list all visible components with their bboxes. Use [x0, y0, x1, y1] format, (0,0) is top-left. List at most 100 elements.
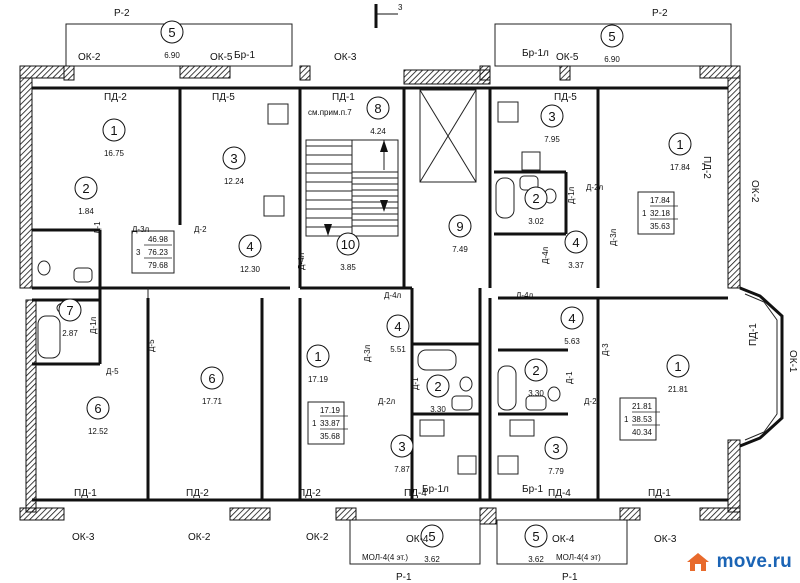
door-mark: Д-1	[411, 377, 420, 390]
room-number-circle	[524, 186, 548, 210]
apartment-rooms-count: 1	[312, 419, 317, 428]
room-number: 4	[568, 311, 575, 326]
room-number: 4	[246, 239, 253, 254]
door-mark: Д-1л	[89, 316, 98, 334]
room-number-circle	[238, 234, 262, 258]
room-number: 1	[314, 349, 321, 364]
room-area: 2.87	[62, 329, 78, 338]
lintel-mark: ПД-2	[186, 488, 209, 499]
lintel-mark: ПД-1	[648, 488, 671, 499]
apartment-total-with-balcony: 35.63	[650, 222, 671, 231]
window-mark: ОК-2	[78, 52, 101, 63]
room-number-circle	[58, 298, 82, 322]
apartment-total-area: 38.53	[632, 415, 653, 424]
room-number: 10	[341, 237, 355, 252]
door-mark: Д-5	[106, 367, 119, 376]
apartment-living-area: 17.84	[650, 196, 671, 205]
room-number: 8	[374, 101, 381, 116]
room-area: 6.90	[164, 51, 180, 60]
room-number-circle	[448, 214, 472, 238]
balcony-mark-bottom-right: Р-1	[562, 572, 578, 583]
door-mark: Д-1	[93, 221, 102, 234]
room-number-circle	[600, 24, 624, 48]
door-mark: Д-3	[601, 343, 610, 356]
window-mark: ОК-4	[552, 534, 575, 545]
room-area: 3.85	[340, 263, 356, 272]
room-number-circle	[222, 146, 246, 170]
door-mark: Д-4л	[541, 246, 550, 264]
room-number: 3	[552, 441, 559, 456]
apartment-total-with-balcony: 79.68	[148, 261, 169, 270]
room-number-circle	[426, 374, 450, 398]
room-number: 1	[674, 359, 681, 374]
door-mark: Д-5	[147, 339, 156, 352]
door-mark: Д-2	[194, 225, 207, 234]
room-number-circle	[390, 434, 414, 458]
room-number-circle	[544, 436, 568, 460]
room-number-circle	[102, 118, 126, 142]
balcony-mark-top-left: Р-2	[114, 8, 130, 19]
lintel-mark: ПД-5	[212, 92, 235, 103]
room-number: 2	[532, 191, 539, 206]
window-mark: ОК-2	[188, 532, 211, 543]
room-area: 12.52	[88, 427, 109, 436]
room-number: 7	[66, 303, 73, 318]
outer-walls	[19, 65, 784, 525]
door-mark: Д-4л	[384, 291, 402, 300]
apartment-total-area: 33.87	[320, 419, 341, 428]
apartment-living-area: 21.81	[632, 402, 653, 411]
logo-text: move.ru	[716, 551, 792, 572]
lintel-mark: ПД-2	[298, 488, 321, 499]
door-mark: Д-3л	[609, 228, 618, 246]
window-mark: ОК-3	[72, 532, 95, 543]
window-mark: ОК-5	[210, 52, 233, 63]
room-number-circle	[666, 354, 690, 378]
room-area: 7.95	[544, 135, 560, 144]
room-area: 7.87	[394, 465, 410, 474]
room-number-circle	[564, 230, 588, 254]
lintel-mark: ПД-5	[554, 92, 577, 103]
room-area: 4.24	[370, 127, 386, 136]
room-number: 6	[208, 371, 215, 386]
lintel-mark: ПД-2	[701, 156, 712, 179]
room-number: 6	[94, 401, 101, 416]
room-area: 12.24	[224, 177, 245, 186]
window-mark: ОК-2	[306, 532, 329, 543]
balcony-door-mark: Бр-1л	[522, 48, 549, 59]
room-number-circle	[668, 132, 692, 156]
room-number: 2	[82, 181, 89, 196]
window-mark: ОК-2	[749, 180, 760, 203]
room-number-circle	[200, 366, 224, 390]
lintel-mark: ПД-1	[748, 323, 759, 346]
apartment-rooms-count: 1	[642, 209, 647, 218]
room-number-circle	[524, 524, 548, 548]
room-area: 7.49	[452, 245, 468, 254]
lintel-mark: ПД-4	[404, 488, 427, 499]
balcony-mark-bottom-left: Р-1	[396, 572, 412, 583]
balcony-mark-top-right: Р-2	[652, 8, 668, 19]
room-area: 6.90	[604, 55, 620, 64]
lintel-mark: ПД-2	[104, 92, 127, 103]
room-area: 1.84	[78, 207, 94, 216]
watermark-logo: move.ru	[685, 551, 792, 573]
room-number: 4	[394, 319, 401, 334]
room-number-circle	[420, 524, 444, 548]
room-area: 7.79	[548, 467, 564, 476]
room-area: 3.62	[424, 555, 440, 564]
door-mark: Д-3л	[132, 225, 150, 234]
room-number: 2	[434, 379, 441, 394]
window-mark: ОК-4	[406, 534, 429, 545]
window-mark: ОК-1	[787, 350, 798, 373]
room-area: 17.19	[308, 375, 329, 384]
room-number: 3	[548, 109, 555, 124]
stair-note: см.прим.п.7	[308, 108, 352, 117]
door-mark: Д-3л	[363, 344, 372, 362]
room-area: 3.62	[528, 555, 544, 564]
door-mark: Д-2	[584, 397, 597, 406]
window-mark: ОК-3	[654, 534, 677, 545]
room-number-circle	[386, 314, 410, 338]
section-cut-3: 3	[374, 3, 403, 28]
room-number-circle	[336, 232, 360, 256]
room-number: 3	[398, 439, 405, 454]
